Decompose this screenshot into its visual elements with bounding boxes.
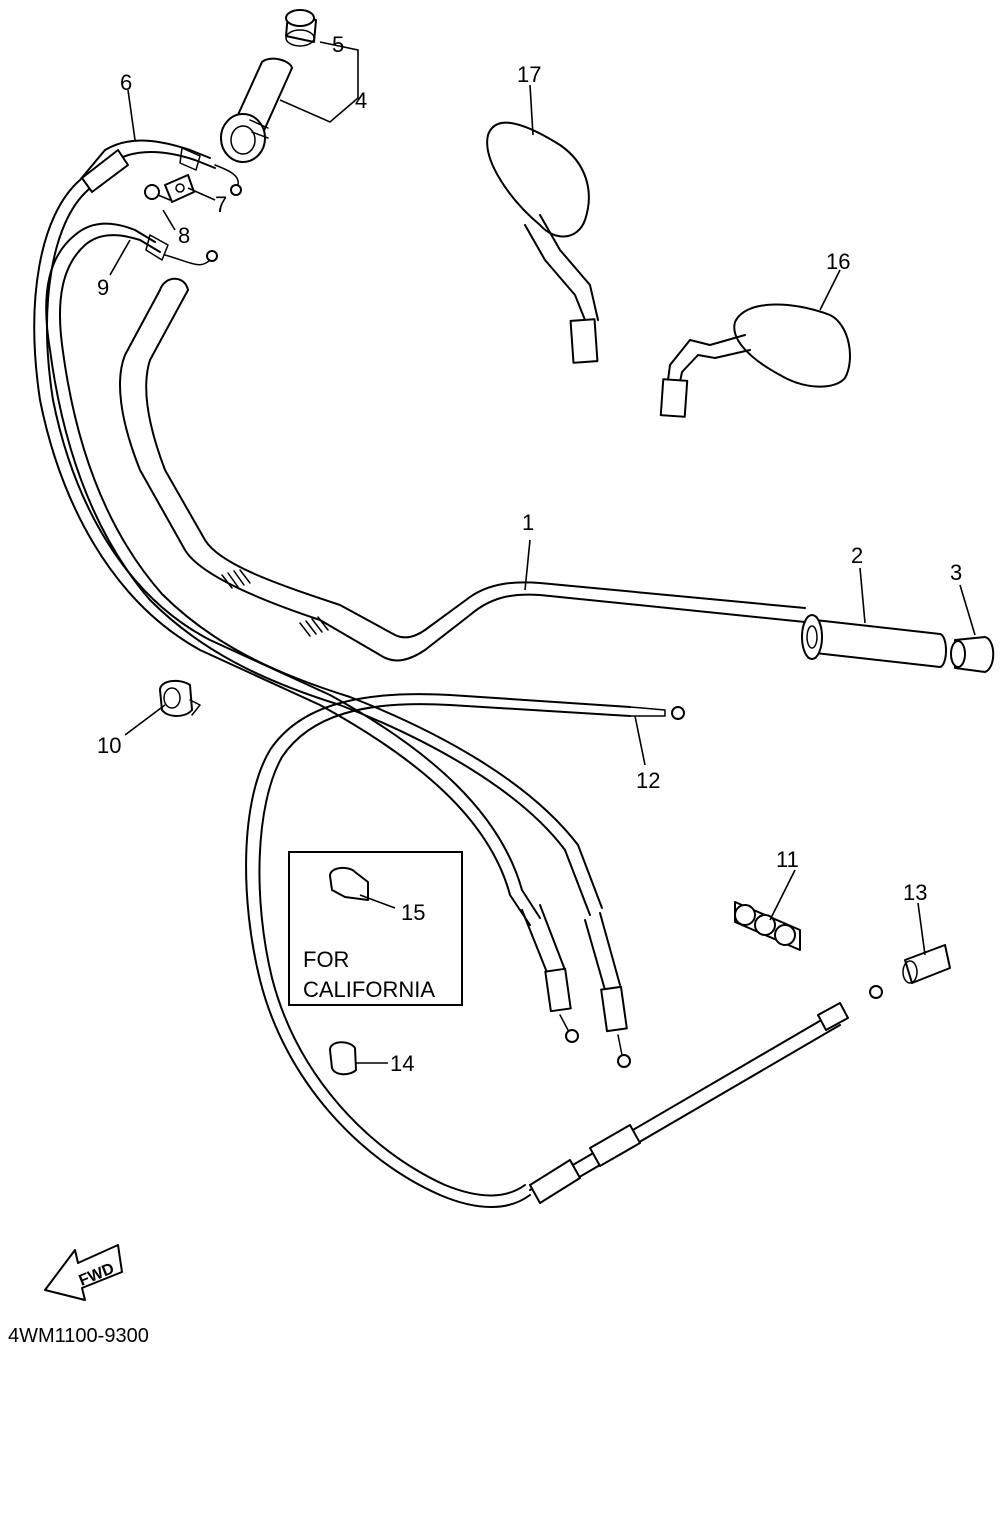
callouts: 1 2 3 4 5 6 7 8 9 10 11 12 13 14 15 16 1… <box>97 32 962 1076</box>
callout-5: 5 <box>332 32 344 57</box>
callout-8: 8 <box>178 223 190 248</box>
note-line-1: FOR <box>303 947 349 972</box>
diagram-code: 4WM1100-9300 <box>8 1325 149 1347</box>
note-box <box>288 851 463 1006</box>
bar-end <box>950 636 995 673</box>
note-line-2: CALIFORNIA <box>303 977 435 1002</box>
callout-2: 2 <box>851 543 863 568</box>
callout-11: 11 <box>776 847 799 872</box>
callout-15: 15 <box>401 900 425 925</box>
callout-14: 14 <box>390 1051 414 1076</box>
throttle-grip <box>220 57 293 163</box>
callout-9: 9 <box>97 275 109 300</box>
callout-17: 17 <box>517 62 541 87</box>
fwd-arrow: FWD <box>44 1244 123 1301</box>
throttle-cable-2 <box>45 222 603 916</box>
cable-clamp <box>164 174 195 203</box>
cable-clip-15 <box>329 866 369 901</box>
callout-4: 4 <box>355 88 367 113</box>
cable-adjuster <box>529 944 951 1204</box>
callout-7: 7 <box>215 192 227 217</box>
callout-13: 13 <box>903 880 927 905</box>
callout-12: 12 <box>636 768 660 793</box>
right-grip <box>801 614 947 668</box>
screw <box>144 184 171 201</box>
callout-10: 10 <box>97 733 121 758</box>
callout-3: 3 <box>950 560 962 585</box>
grip-collar <box>285 9 317 47</box>
mirror-right <box>659 303 851 418</box>
callout-1: 1 <box>522 510 534 535</box>
cable-ends <box>521 904 631 1068</box>
leader-lines <box>109 41 976 1064</box>
clutch-cable <box>245 693 685 1208</box>
callout-16: 16 <box>826 249 850 274</box>
cable-clip-14 <box>329 1041 357 1076</box>
throttle-cable-1 <box>33 139 541 926</box>
cable-guide <box>159 679 201 717</box>
callout-6: 6 <box>120 70 132 95</box>
handlebar <box>119 277 806 662</box>
mirror-left <box>486 121 599 364</box>
cable-holder <box>734 901 801 951</box>
